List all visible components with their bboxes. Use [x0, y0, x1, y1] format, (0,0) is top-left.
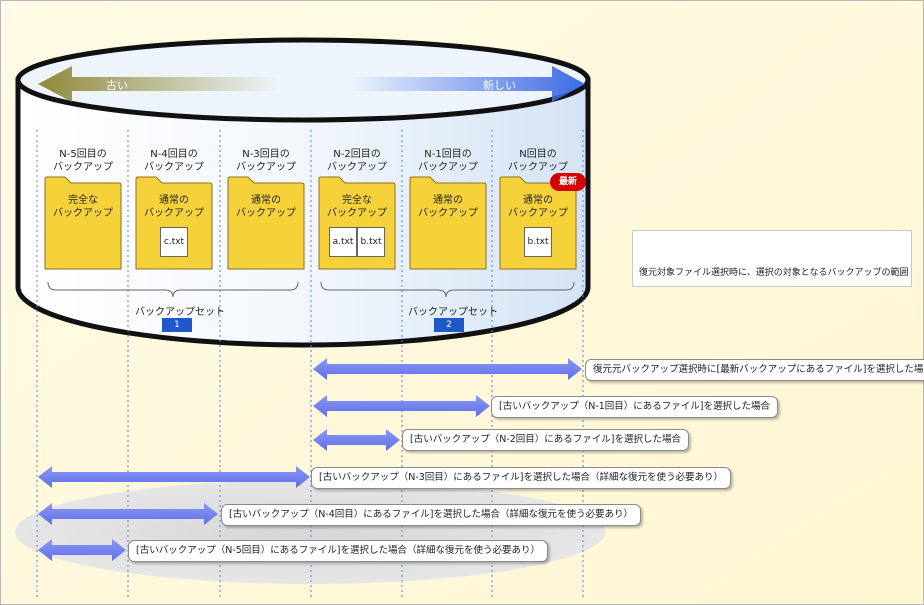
- generation-label: N-1回目の バックアップ: [418, 149, 478, 173]
- backup-folder: [409, 176, 487, 270]
- range-callout-n1: [古いバックアップ（N-1回目）にあるファイル]を選択した場合: [491, 396, 778, 418]
- range-arrow: [313, 358, 582, 380]
- backup-folder: [44, 176, 122, 270]
- generation-label: N-4回目の バックアップ: [144, 149, 204, 173]
- file-icon: c.txt: [160, 227, 188, 257]
- newest-badge: 最新: [550, 173, 586, 191]
- set-badge-2: 2: [434, 318, 464, 332]
- cylinder-top: [15, 37, 591, 123]
- generation-label: N回目の バックアップ: [508, 149, 568, 173]
- range-arrow: [38, 466, 310, 488]
- detailed-restore-ellipse: [15, 480, 605, 584]
- range-callout-latest: 復元元バックアップ選択時に[最新バックアップにあるファイル]を選択した場合: [585, 359, 924, 381]
- file-icon: b.txt: [524, 227, 552, 257]
- generation-label: N-3回目の バックアップ: [236, 149, 296, 173]
- folder-type-label: 通常の バックアップ: [144, 195, 204, 219]
- set-label-2: バックアップセット: [408, 307, 498, 318]
- new-direction-arrow: [350, 66, 585, 102]
- range-arrow: [313, 429, 400, 451]
- old-direction-arrow: [38, 66, 280, 102]
- range-arrow: [313, 395, 490, 417]
- backup-folder: [135, 176, 213, 270]
- backup-folder: [227, 176, 305, 270]
- set-brace-1: [47, 281, 299, 298]
- generation-label: N-5回目の バックアップ: [53, 149, 113, 173]
- range-callout-n4: [古いバックアップ（N-4回目）にあるファイル]を選択した場合（詳細な復元を使う…: [221, 504, 641, 526]
- set-label-1: バックアップセット: [135, 307, 225, 318]
- old-label: 古い: [106, 79, 128, 92]
- new-label: 新しい: [483, 79, 516, 92]
- range-callout-n5: [古いバックアップ（N-5回目）にあるファイル]を選択した場合（詳細な復元を使う…: [128, 540, 548, 562]
- range-callout-n3: [古いバックアップ（N-3回目）にあるファイル]を選択した場合（詳細な復元を使う…: [311, 467, 731, 489]
- generation-label: N-2回目の バックアップ: [327, 149, 387, 173]
- set-brace-2: [320, 281, 575, 298]
- folder-type-label: 通常の バックアップ: [418, 195, 478, 219]
- folder-type-label: 完全な バックアップ: [327, 195, 387, 219]
- range-arrow: [38, 503, 218, 525]
- range-arrows: [38, 358, 582, 561]
- folder-type-label: 通常の バックアップ: [508, 195, 568, 219]
- legend-box: 復元対象ファイル選択時に、選択の対象となるバックアップの範囲: [632, 230, 912, 287]
- file-icon: b.txt: [357, 227, 385, 257]
- range-callout-n2: [古いバックアップ（N-2回目）にあるファイル]を選択した場合: [402, 429, 689, 451]
- folder-type-label: 完全な バックアップ: [53, 195, 113, 219]
- folder-type-label: 通常の バックアップ: [236, 195, 296, 219]
- set-badge-1: 1: [162, 318, 192, 332]
- legend-text: 復元対象ファイル選択時に、選択の対象となるバックアップの範囲: [639, 268, 909, 278]
- file-icon: a.txt: [329, 227, 357, 257]
- range-arrow: [38, 539, 126, 561]
